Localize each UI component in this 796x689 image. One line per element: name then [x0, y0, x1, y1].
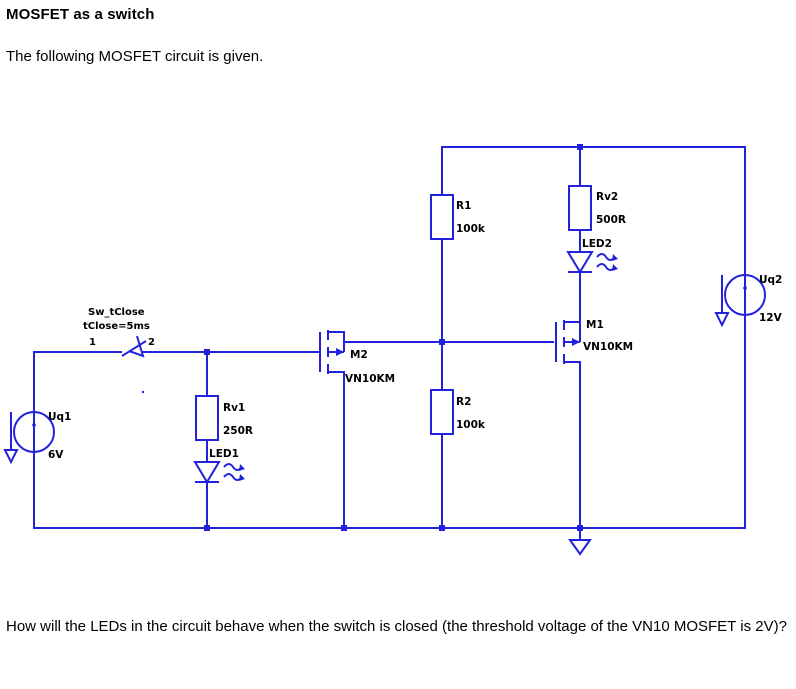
mosfet-m2: M2 VN10KM [319, 330, 395, 385]
rv1-value-label: 250R [223, 425, 253, 437]
uq1-value-label: 6V [48, 449, 64, 461]
led2-arrow-1 [612, 254, 618, 261]
resistor-r2: R2 100k [430, 389, 486, 435]
question-text: How will the LEDs in the circuit behave … [6, 618, 787, 635]
node-m2-bottom [341, 525, 347, 531]
intro-text: The following MOSFET circuit is given. [6, 48, 264, 65]
m2-name-label: M2 [350, 349, 368, 361]
node-ground [577, 525, 583, 531]
mosfet-m1: M1 VN10KM [555, 319, 633, 364]
led1-triangle [193, 461, 221, 484]
led2-wave-1 [596, 253, 616, 261]
node-rv1-top [204, 349, 210, 355]
rv1-name-label: Rv1 [223, 402, 245, 414]
circuit-schematic: Uq1 6V Sw_tClose tClose=5ms 1 2 Rv1 250R [0, 120, 796, 580]
node-top-rv2 [577, 144, 583, 150]
switch-blade [121, 340, 147, 357]
r1-value-label: 100k [456, 223, 486, 235]
led2-name-label: LED2 [582, 238, 612, 250]
switch-terminal-1-label: 1 [89, 337, 96, 348]
r2-value-label: 100k [456, 419, 486, 431]
circuit-wires [33, 146, 746, 541]
ground-triangle-icon [568, 539, 592, 556]
rv2-name-label: Rv2 [596, 191, 618, 203]
node-r2-bottom [439, 525, 445, 531]
uq2-arrow-head [714, 312, 730, 328]
led1-wave-1 [223, 463, 243, 471]
uq1-name-label: Uq1 [48, 411, 71, 423]
switch-name-label: Sw_tClose [88, 307, 145, 318]
led2-triangle [566, 251, 594, 274]
r2-name-label: R2 [456, 396, 471, 408]
node-gate-divider [439, 339, 445, 345]
switch-arrow [128, 335, 145, 358]
r1-name-label: R1 [456, 200, 471, 212]
rv2-value-label: 500R [596, 214, 626, 226]
circuit-nodes [204, 144, 583, 531]
resistor-rv1: Rv1 250R [195, 395, 253, 441]
m1-bulk-arrow [572, 338, 580, 346]
uq1-arrow-head [3, 449, 19, 465]
source-uq2: Uq2 12V [714, 274, 783, 328]
led1-wave-2 [223, 473, 243, 481]
resistor-rv2: Rv2 500R [568, 185, 626, 231]
led1-name-label: LED1 [209, 448, 239, 460]
m1-name-label: M1 [586, 319, 604, 331]
led1-arrow-2 [239, 474, 245, 481]
m2-bulk-arrow [336, 348, 344, 356]
led2-wave-2 [596, 263, 616, 271]
switch-sw-tclose[interactable]: Sw_tClose tClose=5ms 1 2 [83, 307, 168, 358]
ground-symbol [568, 539, 592, 556]
led-led2: LED2 [566, 238, 618, 274]
node-rv1-bottom [204, 525, 210, 531]
led2-arrow-2 [612, 264, 618, 271]
m1-type-label: VN10KM [583, 341, 633, 353]
led-led1: LED1 [193, 448, 245, 484]
switch-param-label: tClose=5ms [83, 321, 150, 332]
uq2-value-label: 12V [759, 312, 783, 324]
led1-arrow-1 [239, 464, 245, 471]
resistor-r1: R1 100k [430, 194, 486, 240]
switch-terminal-2-label: 2 [148, 337, 155, 348]
uq2-name-label: Uq2 [759, 274, 782, 286]
m2-type-label: VN10KM [345, 373, 395, 385]
source-uq1: Uq1 6V [3, 411, 71, 465]
page-title: MOSFET as a switch [6, 6, 155, 23]
